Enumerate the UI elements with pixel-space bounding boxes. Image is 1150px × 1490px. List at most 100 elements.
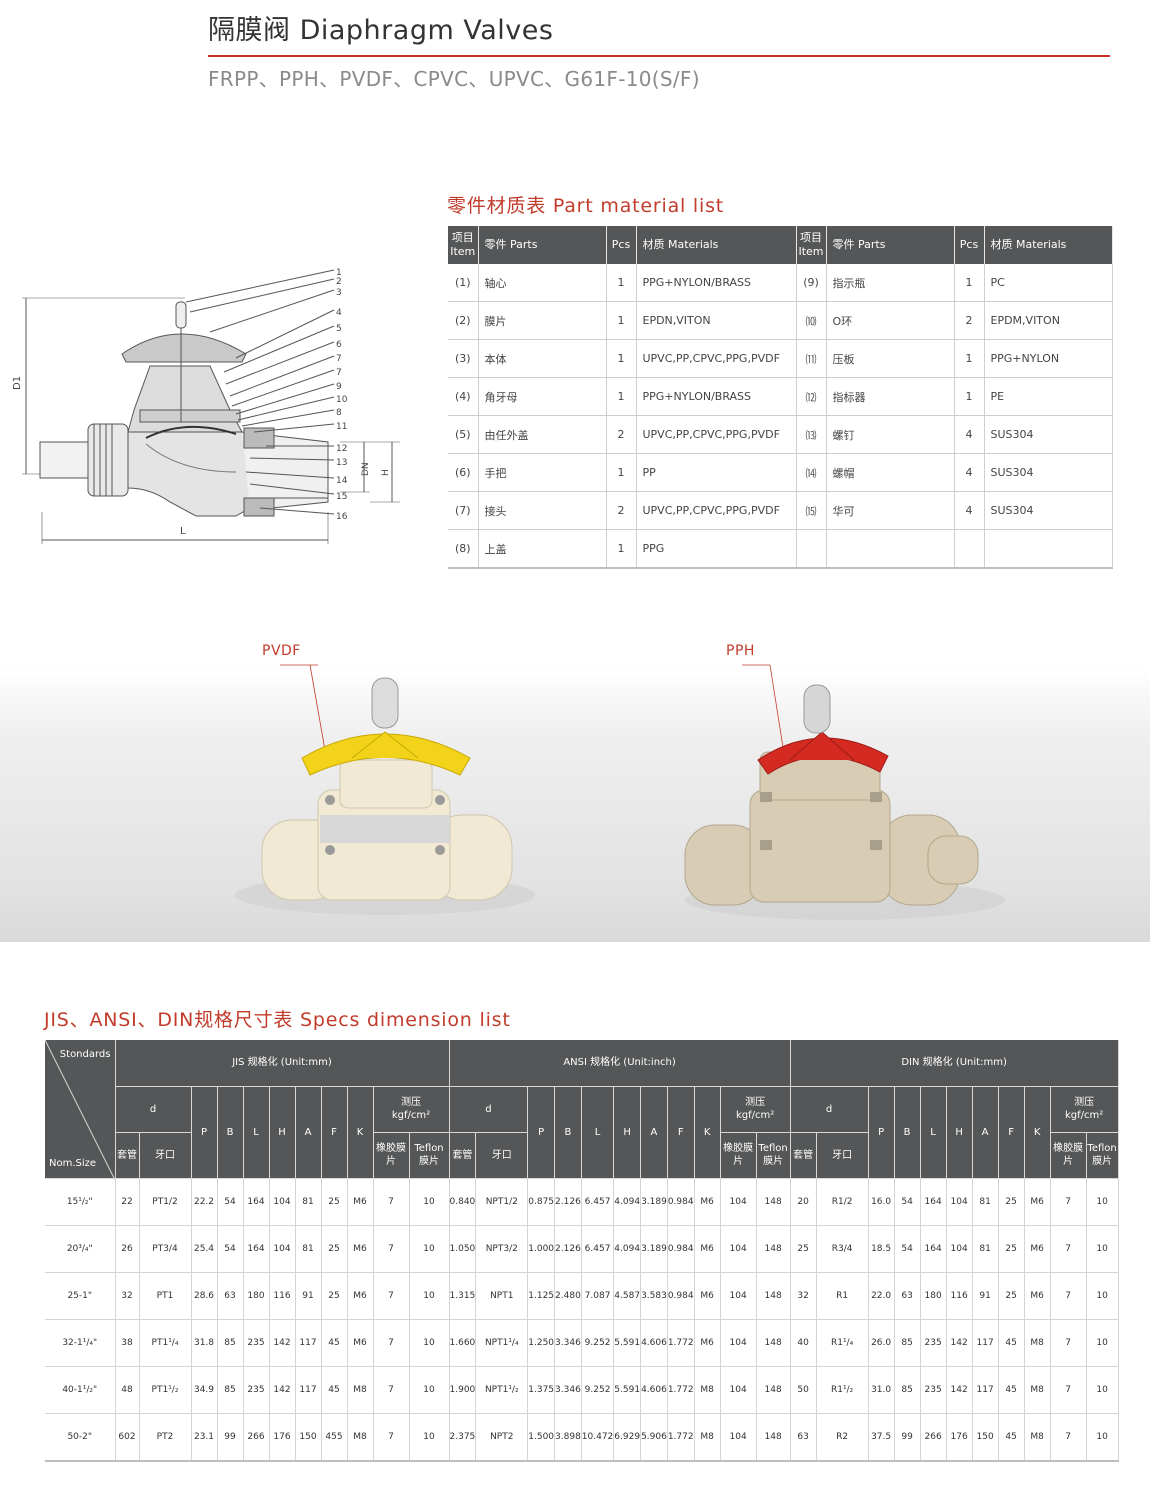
jis-value-cell: 25 (321, 1272, 348, 1320)
jis-value-cell: 32 (115, 1272, 140, 1320)
ansi-value-cell: M6 (694, 1178, 721, 1226)
part-pcs: 1 (954, 339, 985, 378)
part-item: ⑽ (796, 301, 827, 340)
din-value-cell: 7 (1050, 1225, 1087, 1273)
jis-value-cell: 7 (373, 1319, 410, 1367)
nom-size-cell: 40-1¹/₂" (45, 1366, 116, 1414)
ansi-value-cell: 1.900 (449, 1366, 477, 1414)
jis-value-cell: 34.9 (191, 1366, 218, 1414)
ansi-value-cell: 9.252 (581, 1366, 615, 1414)
din-value-cell: M8 (1024, 1366, 1051, 1414)
dim-col-header: A (295, 1086, 322, 1179)
din-value-cell: 22.0 (868, 1272, 895, 1320)
dim-col-header: B (554, 1086, 582, 1179)
ansi-value-cell: NPT1¹/₄ (475, 1319, 529, 1367)
part-pcs: 1 (606, 377, 637, 416)
din-value-cell: 50 (790, 1366, 817, 1414)
din-value-cell: R1/2 (816, 1178, 869, 1226)
dim-col-header: K (347, 1086, 374, 1179)
din-value-cell: 235 (920, 1319, 947, 1367)
jis-value-cell: 266 (243, 1413, 270, 1462)
pvdf-valve-photo (235, 677, 535, 915)
jis-value-cell: M6 (347, 1225, 374, 1273)
din-value-cell: 16.0 (868, 1178, 895, 1226)
jis-value-cell: 235 (243, 1366, 270, 1414)
jis-value-cell: 164 (243, 1225, 270, 1273)
ansi-value-cell: 4.606 (640, 1319, 668, 1367)
jis-value-cell: 54 (217, 1178, 244, 1226)
part-name (826, 529, 955, 569)
jis-value-cell: 23.1 (191, 1413, 218, 1462)
din-value-cell: 45 (998, 1366, 1025, 1414)
part-item: (6) (448, 453, 479, 492)
part-material: UPVC,PP,CPVC,PPG,PVDF (636, 415, 797, 454)
specs-table-title: JIS、ANSI、DIN规格尺寸表 Specs dimension list (44, 1009, 511, 1031)
jis-value-cell: 150 (295, 1413, 322, 1462)
corner-nomsize-label: Nom.Size (49, 1157, 97, 1169)
jis-value-cell: 142 (269, 1319, 296, 1367)
din-value-cell: 116 (946, 1272, 973, 1320)
callout-number: 5 (336, 324, 342, 334)
part-name: O环 (826, 301, 955, 340)
ansi-value-cell: 0.840 (449, 1178, 477, 1226)
part-item: ⒂ (796, 491, 827, 530)
sleeve-header: 套管 (449, 1132, 477, 1179)
part-pcs: 1 (954, 377, 985, 416)
teflon-header: Teflon膜片 (756, 1132, 791, 1179)
callout-number: 14 (336, 476, 348, 486)
jis-value-cell: 117 (295, 1366, 322, 1414)
callout-number: 9 (336, 382, 342, 392)
din-value-cell: 63 (790, 1413, 817, 1462)
jis-value-cell: 7 (373, 1366, 410, 1414)
jis-value-cell: 85 (217, 1366, 244, 1414)
dn-label: DN (361, 462, 371, 476)
ansi-value-cell: 2.480 (554, 1272, 582, 1320)
part-item: ⒀ (796, 415, 827, 454)
corner-diagonal (45, 1040, 115, 1180)
jis-value-cell: 7 (373, 1413, 410, 1462)
dim-col-header: F (321, 1086, 348, 1179)
jis-value-cell: M6 (347, 1272, 374, 1320)
dim-col-header: P (868, 1086, 895, 1179)
d-header: d (449, 1086, 529, 1133)
din-value-cell: R1¹/₄ (816, 1319, 869, 1367)
ansi-value-cell: 1.772 (667, 1319, 695, 1367)
ansi-value-cell: 1.315 (449, 1272, 477, 1320)
part-material: EPDN,VITON (636, 301, 797, 340)
part-material: PE (984, 377, 1113, 416)
thread-header: 牙口 (816, 1132, 869, 1179)
part-pcs: 1 (606, 301, 637, 340)
jis-value-cell: 85 (217, 1319, 244, 1367)
ansi-value-cell: 1.050 (449, 1225, 477, 1273)
callout-number: 2 (336, 277, 342, 287)
ansi-value-cell: M6 (694, 1319, 721, 1367)
ansi-value-cell: 7.087 (581, 1272, 615, 1320)
part-pcs: 4 (954, 415, 985, 454)
h-label: H (381, 469, 391, 476)
ansi-value-cell: 5.906 (640, 1413, 668, 1462)
ansi-value-cell: 3.583 (640, 1272, 668, 1320)
part-item: (3) (448, 339, 479, 378)
ansi-value-cell: 4.587 (613, 1272, 642, 1320)
din-value-cell: 7 (1050, 1178, 1087, 1226)
part-material: EPDM,VITON (984, 301, 1113, 340)
header-pcs: Pcs (606, 226, 637, 264)
pressure-unit: kgf/cm² (391, 1110, 431, 1121)
ansi-value-cell: 1.250 (527, 1319, 556, 1367)
corner-standards-label: Stondards (59, 1049, 111, 1060)
ansi-value-cell: 1.772 (667, 1413, 695, 1462)
ansi-value-cell: M6 (694, 1225, 721, 1273)
ansi-value-cell: 2.126 (554, 1178, 582, 1226)
title-divider (208, 55, 1110, 57)
